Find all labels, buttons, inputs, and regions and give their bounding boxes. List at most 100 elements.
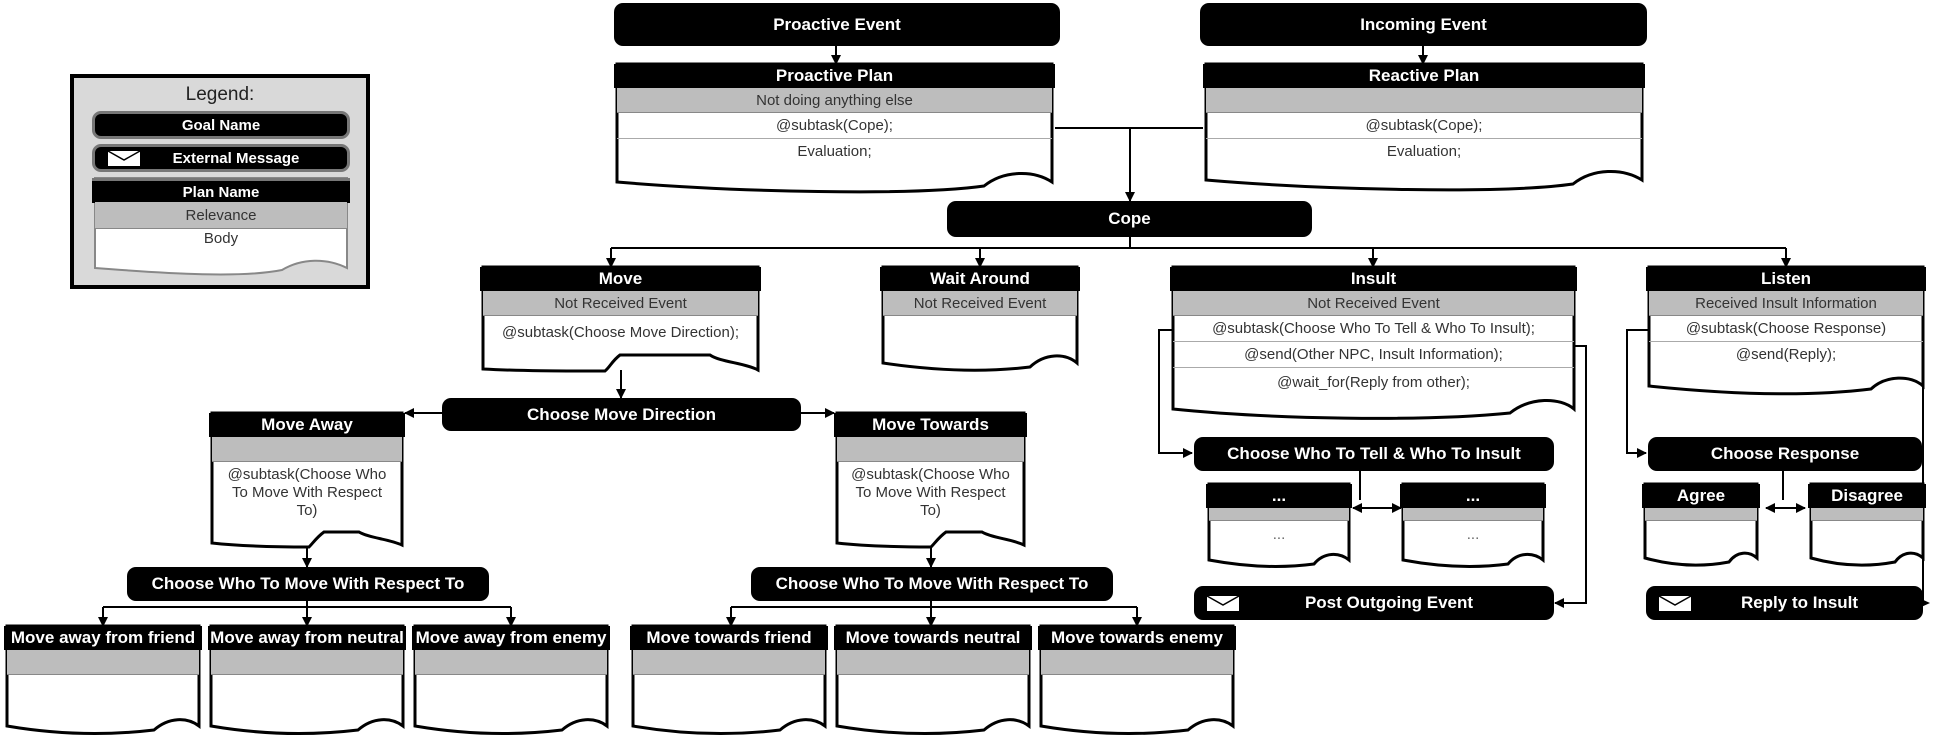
plan-reactive: Reactive Plan @subtask(Cope); Evaluation… — [1203, 62, 1645, 196]
plan-title: Insult — [1170, 267, 1577, 291]
goal-choose-who-move-towards: Choose Who To Move With Respect To — [751, 567, 1113, 601]
plan-proactive: Proactive Plan Not doing anything else @… — [614, 62, 1055, 196]
goal-reply-to-insult-label: Reply to Insult — [1740, 593, 1859, 612]
plan-insult: Insult Not Received Event @subtask(Choos… — [1170, 265, 1577, 422]
plan-title: Move away from friend — [4, 626, 202, 650]
plan-move-away-friend: Move away from friend — [4, 624, 202, 736]
plan-body-line: @subtask(Choose Move Direction); — [502, 324, 739, 341]
plan-relevance: Received Insult Information — [1649, 291, 1923, 316]
plan-title: Disagree — [1808, 484, 1926, 508]
legend-plan: Plan Name Relevance Body — [92, 177, 350, 278]
connector-proactive-plan-to-cope — [1055, 127, 1135, 202]
plan-body: @subtask(Cope); Evaluation; — [617, 113, 1052, 164]
plan-relevance — [211, 650, 403, 675]
plan-title: Proactive Plan — [614, 64, 1055, 88]
plan-title: ... — [1400, 484, 1546, 508]
legend-plan-name: Plan Name — [92, 178, 350, 203]
plan-title: ... — [1206, 484, 1352, 508]
plan-relevance: Not Received Event — [483, 291, 758, 316]
plan-title: Move away from enemy — [412, 626, 610, 650]
plan-body: @subtask(Choose Who To Tell & Who To Ins… — [1173, 316, 1574, 398]
legend-title: Legend: — [185, 84, 255, 105]
plan-relevance — [1041, 650, 1233, 675]
plan-body-line: @wait_for(Reply from other); — [1277, 374, 1470, 391]
plan-title: Move towards friend — [630, 626, 828, 650]
plan-body-line: ... — [1272, 526, 1286, 543]
plan-move-away-neutral: Move away from neutral — [208, 624, 406, 736]
goal-choose-move-direction: Choose Move Direction — [442, 398, 801, 431]
goal-choose-response-label: Choose Response — [1710, 444, 1860, 463]
goal-cope: Cope — [947, 201, 1312, 237]
plan-move-towards-neutral: Move towards neutral — [834, 624, 1032, 736]
goal-choose-who-tell-insult: Choose Who To Tell & Who To Insult — [1194, 437, 1554, 471]
goal-post-outgoing-event: Post Outgoing Event — [1194, 586, 1554, 620]
plan-relevance: Not doing anything else — [617, 88, 1052, 113]
goal-choose-who-move-away-label: Choose Who To Move With Respect To — [151, 574, 465, 593]
goal-incoming-event: Incoming Event — [1200, 3, 1647, 46]
goal-reply-to-insult: Reply to Insult — [1646, 586, 1923, 620]
plan-relevance — [1811, 508, 1923, 521]
plan-body: @subtask(Choose Who To Move With Respect… — [837, 462, 1024, 520]
plan-ellipsis-2: ... ... — [1400, 482, 1546, 569]
envelope-icon — [107, 149, 141, 166]
plan-move-towards-enemy: Move towards enemy — [1038, 624, 1236, 736]
plan-agree: Agree — [1642, 482, 1760, 568]
goal-choose-move-direction-label: Choose Move Direction — [527, 404, 716, 424]
plan-relevance — [837, 650, 1029, 675]
plan-body: @subtask(Choose Who To Move With Respect… — [212, 462, 402, 520]
plan-body-line: @subtask(Choose Who To Move With Respect… — [851, 466, 1010, 519]
plan-title: Move Away — [209, 413, 405, 437]
plan-body: ... — [1403, 522, 1543, 547]
plan-title: Listen — [1646, 267, 1926, 291]
goal-choose-who-move-towards-label: Choose Who To Move With Respect To — [775, 574, 1089, 593]
plan-body-line: @subtask(Cope); — [617, 113, 1052, 139]
goal-choose-who-move-away: Choose Who To Move With Respect To — [127, 567, 489, 601]
plan-relevance — [633, 650, 825, 675]
plan-relevance — [1209, 508, 1349, 521]
plan-relevance — [1206, 88, 1642, 113]
plan-relevance: Not Received Event — [1173, 291, 1574, 316]
plan-title: Move away from neutral — [208, 626, 406, 650]
plan-body: @subtask(Cope); Evaluation; — [1206, 113, 1642, 164]
plan-title: Agree — [1642, 484, 1760, 508]
legend-external-message: External Message — [92, 144, 350, 172]
plan-wait-around: Wait Around Not Received Event — [880, 265, 1080, 374]
plan-title: Move towards enemy — [1038, 626, 1236, 650]
goal-proactive-event: Proactive Event — [614, 3, 1060, 46]
legend-relevance: Relevance — [95, 202, 347, 229]
plan-title: Wait Around — [880, 267, 1080, 291]
plan-move-towards: Move Towards @subtask(Choose Who To Move… — [834, 411, 1027, 554]
connector-choose-who-towards-bus — [731, 601, 1137, 608]
legend-goal-name: Goal Name — [92, 111, 350, 139]
plan-relevance — [7, 650, 199, 675]
plan-disagree: Disagree — [1808, 482, 1926, 568]
plan-body-line: @subtask(Choose Who To Move With Respect… — [227, 466, 387, 519]
plan-relevance — [415, 650, 607, 675]
plan-relevance — [1403, 508, 1543, 521]
goal-cope-label: Cope — [1108, 209, 1151, 228]
plan-body-line: @send(Reply); — [1735, 346, 1837, 363]
plan-title: Move Towards — [834, 413, 1027, 437]
plan-relevance — [837, 437, 1024, 462]
plan-body-line: Evaluation; — [1386, 143, 1462, 160]
legend-goal-name-label: Goal Name — [181, 116, 261, 134]
plan-title: Reactive Plan — [1203, 64, 1645, 88]
plan-body-line: @send(Other NPC, Insult Information); — [1173, 342, 1574, 368]
plan-title: Move towards neutral — [834, 626, 1032, 650]
plan-relevance — [212, 437, 402, 462]
envelope-icon — [1658, 594, 1692, 611]
plan-relevance: Not Received Event — [883, 291, 1077, 316]
plan-move-away: Move Away @subtask(Choose Who To Move Wi… — [209, 411, 405, 554]
plan-move-away-enemy: Move away from enemy — [412, 624, 610, 736]
plan-body-line: @subtask(Choose Response) — [1649, 316, 1923, 342]
legend-body: Body — [203, 230, 239, 247]
legend: Legend: Goal Name External Message Plan … — [70, 74, 370, 289]
connector-choose-who-away-bus — [103, 601, 511, 608]
connector-cope-bus — [611, 236, 1786, 249]
envelope-icon — [1206, 594, 1240, 611]
plan-move-towards-friend: Move towards friend — [630, 624, 828, 736]
plan-body-line: ... — [1466, 526, 1480, 543]
goal-incoming-event-label: Incoming Event — [1360, 14, 1487, 34]
legend-external-message-label: External Message — [172, 149, 300, 167]
